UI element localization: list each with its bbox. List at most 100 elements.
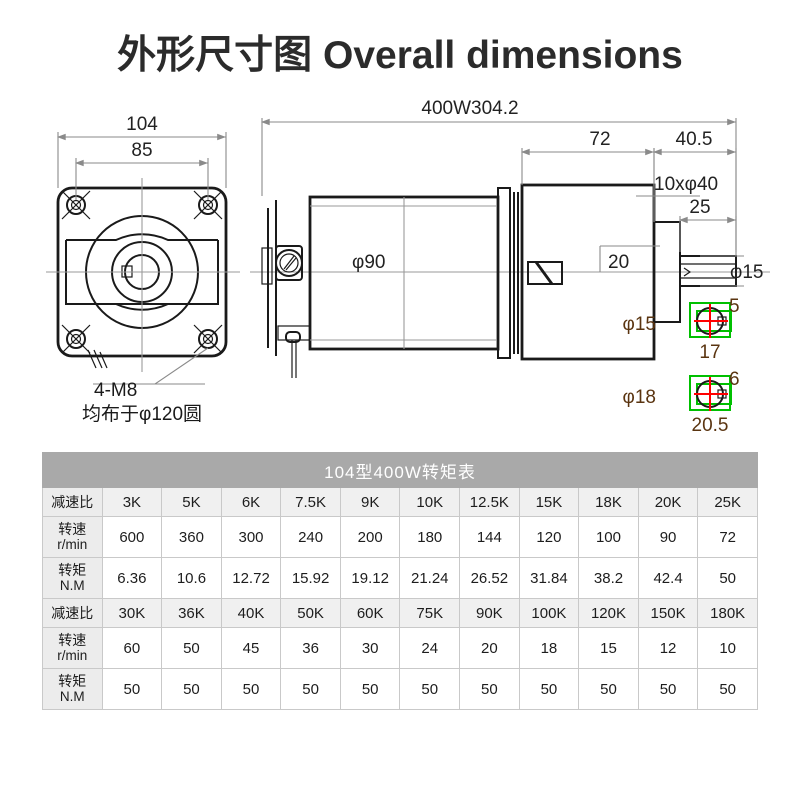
note-circle-label: 均布于φ120圆: [82, 403, 202, 425]
cell-ratio: 60K: [339, 598, 401, 628]
cell-torque: 50: [339, 668, 401, 710]
cell-torque: 15.92: [280, 557, 341, 599]
dim-10x40-label: 10xφ40: [654, 174, 718, 195]
dim-72: 72: [520, 129, 655, 222]
cell-ratio: 75K: [399, 598, 461, 628]
torque-table: 104型400W转矩表 减速比 3K 5K 6K 7.5K 9K 10K 12.…: [42, 452, 758, 710]
cell-torque: 26.52: [459, 557, 520, 599]
cell-torque: 21.24: [399, 557, 461, 599]
cell-torque: 50: [101, 668, 163, 710]
row-label-speed-line2: r/min: [57, 537, 88, 553]
row-label-torque-line1: 转矩: [58, 562, 87, 579]
cell-speed: 20: [459, 627, 520, 669]
shaft-detail-2-key-height: 6: [729, 369, 740, 390]
table-row: 转矩 N.M 50 50 50 50 50 50 50 50 50 50 50: [42, 668, 758, 710]
cell-ratio: 12.5K: [459, 487, 520, 517]
row-label-speed-2: 转速 r/min: [42, 627, 103, 669]
cell-torque: 12.72: [220, 557, 282, 599]
cell-ratio: 10K: [399, 487, 461, 517]
cell-ratio: 150K: [637, 598, 699, 628]
cell-ratio: 40K: [220, 598, 282, 628]
cell-speed: 36: [280, 627, 341, 669]
cell-speed: 200: [339, 516, 401, 558]
cell-ratio: 7.5K: [280, 487, 341, 517]
row-label-speed-1: 转速 r/min: [42, 516, 103, 558]
row-label-speed-line1: 转速: [58, 521, 87, 538]
cell-speed: 10: [697, 627, 758, 669]
page-title: 外形尺寸图 Overall dimensions: [117, 34, 683, 77]
cell-speed: 15: [578, 627, 639, 669]
cell-ratio: 6K: [220, 487, 282, 517]
cell-torque: 19.12: [339, 557, 401, 599]
cell-ratio: 180K: [697, 598, 758, 628]
dim-phi90-label: φ90: [352, 252, 385, 273]
table-row: 转矩 N.M 6.36 10.6 12.72 15.92 19.12 21.24…: [42, 557, 758, 599]
cell-torque: 50: [161, 668, 222, 710]
cell-ratio: 50K: [280, 598, 341, 628]
cell-ratio: 20K: [637, 487, 699, 517]
note-4-m8-label: 4-M8: [94, 380, 137, 401]
technical-drawing: .ln{fill:none;stroke:#1a1a1a;stroke-widt…: [46, 98, 770, 436]
cell-torque: 50: [459, 668, 520, 710]
cell-ratio: 25K: [697, 487, 758, 517]
row-label-torque-1: 转矩 N.M: [42, 557, 103, 599]
cell-speed: 24: [399, 627, 461, 669]
cell-ratio: 9K: [339, 487, 401, 517]
note-4-m8: 4-M8 均布于φ120圆: [82, 347, 209, 425]
dim-10x40: 10xφ40: [636, 174, 718, 197]
cell-ratio: 3K: [101, 487, 163, 517]
cell-ratio: 18K: [578, 487, 639, 517]
dim-phi15-shaft-label: φ15: [730, 262, 763, 283]
cell-torque: 50: [697, 668, 758, 710]
row-label-ratio-2: 减速比: [42, 598, 103, 628]
dim-phi15-shaft: φ15: [700, 255, 763, 287]
shaft-detail-1-dia: φ15: [623, 314, 656, 335]
shaft-detail-1-across: 17: [699, 342, 720, 363]
dim-104: 104: [56, 114, 227, 188]
shaft-detail-2: φ18 6 20.5: [623, 369, 740, 436]
cell-speed: 120: [518, 516, 580, 558]
cell-torque: 10.6: [161, 557, 222, 599]
row-label-ratio-1: 减速比: [42, 487, 103, 517]
cell-torque: 50: [518, 668, 580, 710]
cell-speed: 30: [339, 627, 401, 669]
dim-overall: 400W304.2: [260, 98, 737, 250]
cell-torque: 50: [220, 668, 282, 710]
dim-overall-label: 400W304.2: [421, 98, 518, 119]
dim-72-label: 72: [589, 129, 610, 150]
shaft-detail-1-key-height: 5: [729, 296, 740, 317]
dim-25-label: 25: [689, 197, 710, 218]
shaft-detail-2-across: 20.5: [692, 415, 729, 436]
dim-85-label: 85: [131, 140, 152, 161]
dim-20: 20: [599, 245, 660, 273]
front-view: 104 85 4-M8 均布于φ120圆: [46, 114, 240, 425]
cell-speed: 90: [637, 516, 699, 558]
cell-torque: 50: [637, 668, 699, 710]
table-title-row: 104型400W转矩表: [42, 452, 758, 488]
shaft-detail-1: φ15 5 17: [623, 296, 740, 363]
cell-speed: 72: [697, 516, 758, 558]
table-row: 减速比 30K 36K 40K 50K 60K 75K 90K 100K 120…: [42, 598, 758, 628]
cell-ratio: 36K: [161, 598, 222, 628]
table-title: 104型400W转矩表: [42, 452, 758, 488]
cell-torque: 6.36: [101, 557, 163, 599]
cell-torque: 50: [578, 668, 639, 710]
cell-speed: 144: [459, 516, 520, 558]
row-label-speed-line1: 转速: [58, 632, 87, 649]
cell-torque: 50: [280, 668, 341, 710]
table-row: 减速比 3K 5K 6K 7.5K 9K 10K 12.5K 15K 18K 2…: [42, 487, 758, 517]
cell-speed: 12: [637, 627, 699, 669]
cell-ratio: 120K: [578, 598, 639, 628]
cell-torque: 31.84: [518, 557, 580, 599]
dim-25: 25: [678, 197, 737, 252]
dim-40-5-label: 40.5: [676, 129, 713, 150]
cell-ratio: 30K: [101, 598, 163, 628]
dim-85: 85: [74, 140, 209, 200]
row-label-torque-2: 转矩 N.M: [42, 668, 103, 710]
cell-ratio: 90K: [459, 598, 520, 628]
cell-ratio: 100K: [518, 598, 580, 628]
side-view: φ90 400W304.2: [250, 98, 770, 378]
cell-torque: 50: [399, 668, 461, 710]
cell-ratio: 15K: [518, 487, 580, 517]
